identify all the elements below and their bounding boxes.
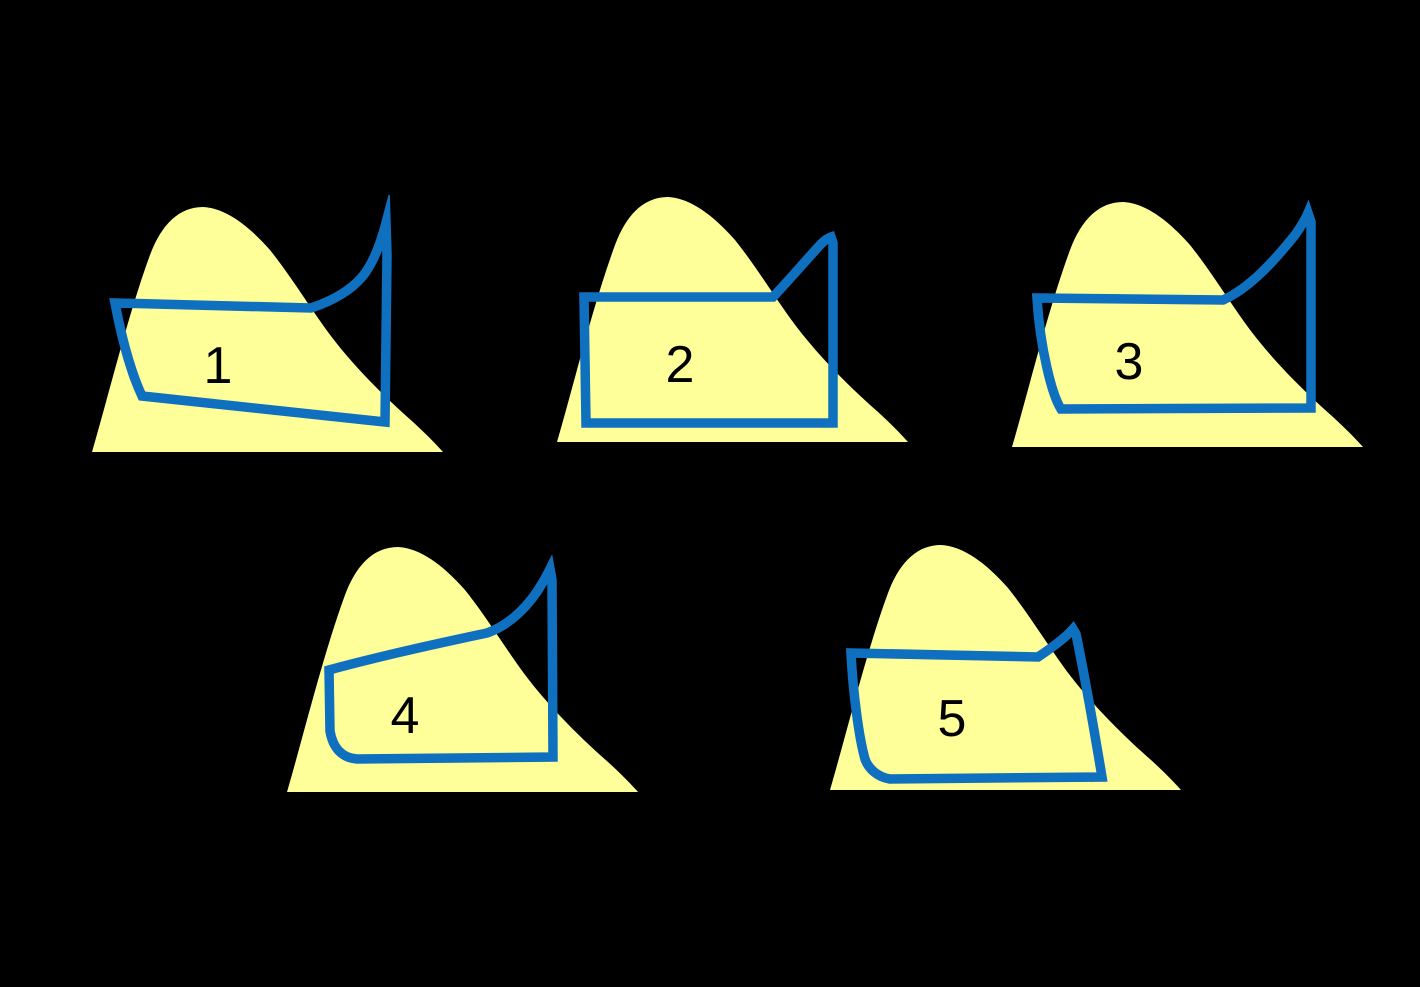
cycle-number: 1	[204, 337, 233, 395]
saturation-dome	[830, 545, 1181, 790]
cycle-outline	[324, 554, 558, 764]
saturation-dome	[1012, 202, 1363, 447]
saturation-dome	[92, 207, 443, 452]
panel-2: 2	[545, 185, 935, 455]
panel-1: 1	[80, 195, 470, 465]
cycle-number: 2	[666, 336, 695, 394]
cycle-number: 4	[391, 687, 420, 745]
cycle-outline	[579, 230, 838, 428]
cycle-number: 5	[938, 690, 967, 748]
panel-4: 4	[275, 535, 665, 805]
panel-3: 3	[1000, 190, 1390, 460]
cycle-outline	[109, 195, 392, 428]
cycle-outline	[1031, 199, 1316, 414]
panel-5: 5	[818, 533, 1208, 803]
cycle-number: 3	[1115, 333, 1144, 391]
cycle-outline	[846, 620, 1108, 784]
saturation-dome	[557, 197, 908, 442]
